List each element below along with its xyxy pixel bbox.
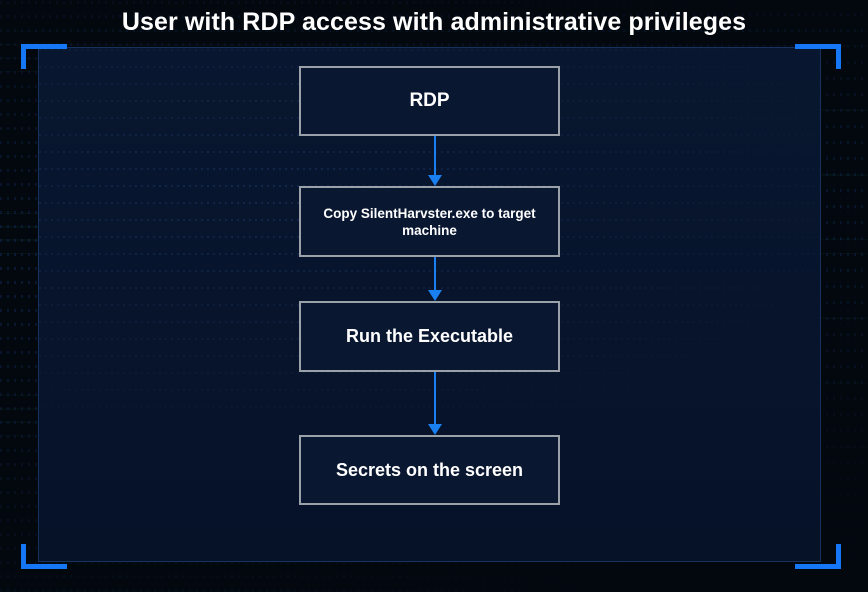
bracket-vertical-bar — [21, 44, 26, 69]
flow-node-copy-executable[interactable]: Copy SilentHarvster.exe to target machin… — [299, 186, 560, 257]
arrow-shaft — [434, 136, 436, 175]
page-title: User with RDP access with administrative… — [121, 8, 747, 36]
flow-node-rdp[interactable]: RDP — [299, 66, 560, 136]
arrow-head — [428, 175, 442, 186]
bracket-vertical-bar — [836, 544, 841, 569]
corner-bracket-top-left-icon — [21, 44, 67, 69]
arrow-down-icon-rdp-to-copy — [428, 136, 442, 186]
flow-node-run-executable[interactable]: Run the Executable — [299, 301, 560, 372]
bracket-horizontal-bar — [21, 564, 67, 569]
arrow-down-icon-run-to-secrets — [428, 372, 442, 435]
arrow-shaft — [434, 372, 436, 424]
bracket-vertical-bar — [21, 544, 26, 569]
bracket-horizontal-bar — [795, 44, 841, 49]
flow-node-secrets-on-screen[interactable]: Secrets on the screen — [299, 435, 560, 505]
arrow-head — [428, 290, 442, 301]
corner-bracket-top-right-icon — [795, 44, 841, 69]
corner-bracket-bottom-left-icon — [21, 544, 67, 569]
bracket-horizontal-bar — [795, 564, 841, 569]
arrow-shaft — [434, 257, 436, 290]
corner-bracket-bottom-right-icon — [795, 544, 841, 569]
arrow-down-icon-copy-to-run — [428, 257, 442, 301]
arrow-head — [428, 424, 442, 435]
bracket-vertical-bar — [836, 44, 841, 69]
bracket-horizontal-bar — [21, 44, 67, 49]
